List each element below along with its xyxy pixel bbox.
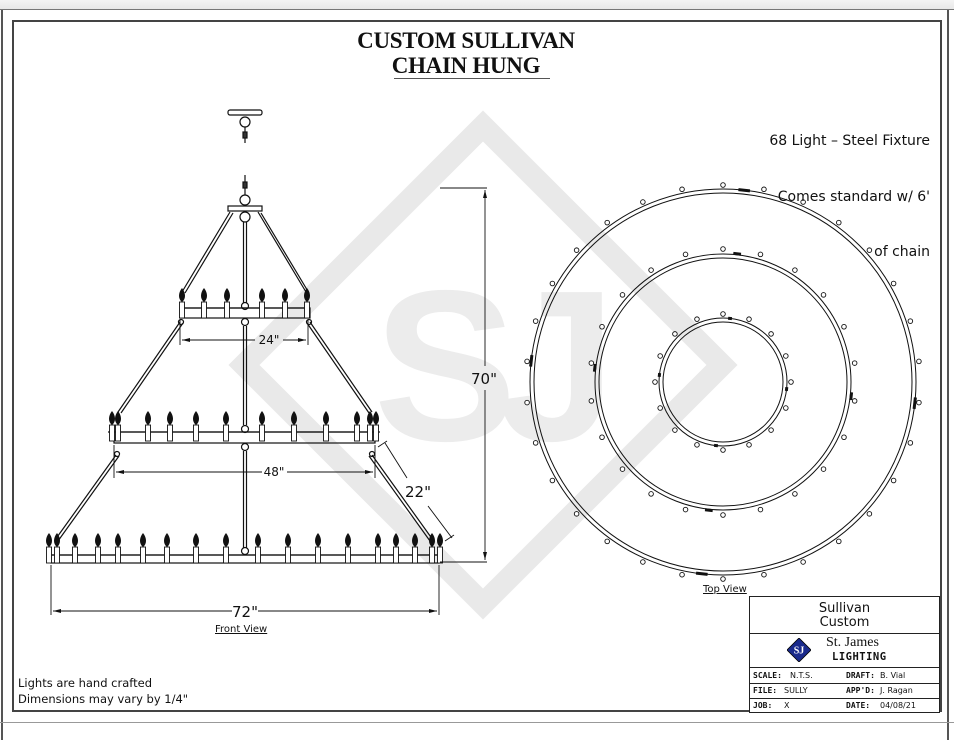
date-value: 04/08/21 <box>880 701 916 710</box>
svg-text:SJ: SJ <box>794 646 805 657</box>
file-value: SULLY <box>784 686 808 695</box>
title-block-project: Sullivan Custom <box>750 597 939 634</box>
sheet-bottom-rule <box>0 722 954 723</box>
approved-value: J. Ragan <box>880 686 913 695</box>
project-line1: Sullivan <box>750 602 939 616</box>
title-block-row-job: JOB: X DATE: 04/08/21 <box>750 698 939 713</box>
dim-48-label: 48" <box>264 465 285 479</box>
spec-note: 68 Light – Steel Fixture Comes standard … <box>769 95 930 280</box>
scale-key: SCALE: <box>753 671 782 680</box>
dim-70-label: 70" <box>471 370 497 388</box>
approved-key: APP'D: <box>846 686 875 695</box>
front-view-label: Front View <box>215 624 267 635</box>
title-underline <box>394 78 550 79</box>
sj-watermark: SJ <box>244 126 722 604</box>
project-line2: Custom <box>750 616 939 630</box>
spec-line3: of chain <box>769 243 930 262</box>
company-name: St. James <box>826 635 879 651</box>
spec-line2: Comes standard w/ 6' <box>769 188 930 207</box>
title-block-row-file: FILE: SULLY APP'D: J. Ragan <box>750 683 939 699</box>
note-line1: Lights are hand crafted <box>18 675 188 691</box>
drawing-title-line1: CUSTOM SULLIVAN <box>0 28 943 54</box>
title-block-company: SJ St. James LIGHTING <box>750 634 939 668</box>
top-view-label: Top View <box>703 584 747 595</box>
drawing-title-line2: CHAIN HUNG <box>0 53 943 79</box>
dim-24-label: 24" <box>259 333 280 347</box>
draft-value: B. Vial <box>880 671 905 680</box>
draft-key: DRAFT: <box>846 671 875 680</box>
date-key: DATE: <box>846 701 870 710</box>
file-key: FILE: <box>753 686 777 695</box>
title-block: Sullivan Custom SJ St. James LIGHTING SC… <box>749 596 940 713</box>
scale-value: N.T.S. <box>790 671 813 680</box>
svg-text:SJ: SJ <box>374 245 602 486</box>
company-subname: LIGHTING <box>832 651 887 663</box>
sj-logo-icon: SJ <box>787 638 811 662</box>
spec-line1: 68 Light – Steel Fixture <box>769 132 930 151</box>
dim-22-label: 22" <box>405 483 431 501</box>
note-line2: Dimensions may vary by 1/4" <box>18 691 188 707</box>
job-key: JOB: <box>753 701 772 710</box>
job-value: X <box>784 701 789 710</box>
dim-72-label: 72" <box>232 603 258 621</box>
general-notes: Lights are hand crafted Dimensions may v… <box>18 675 188 707</box>
title-block-row-scale: SCALE: N.T.S. DRAFT: B. Vial <box>750 668 939 684</box>
